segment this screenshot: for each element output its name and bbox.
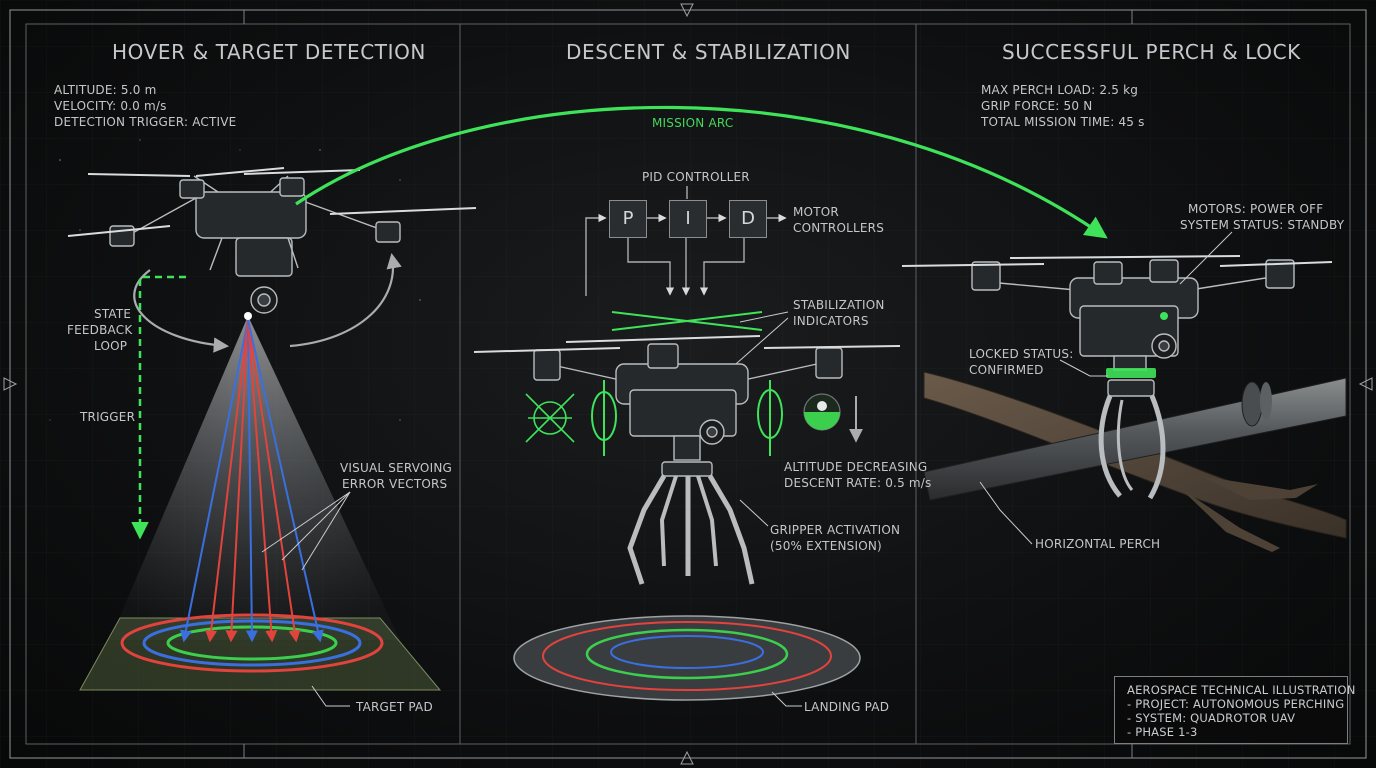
landing-pad-label: LANDING PAD (804, 700, 890, 714)
controllers-label: CONTROLLERS (793, 221, 885, 235)
target-pad-label: TARGET PAD (356, 700, 433, 714)
altitude-stat: ALTITUDE: 5.0 m (54, 83, 157, 97)
horizontal-perch-label: HORIZONTAL PERCH (1035, 537, 1161, 551)
pid-controller-label: PID CONTROLLER (642, 170, 750, 184)
trigger-label: TRIGGER (80, 410, 136, 424)
panel-3-title: SUCCESSFUL PERCH & LOCK (1002, 40, 1301, 64)
feedback-label: FEEDBACK (67, 323, 133, 337)
legend-project: - PROJECT: AUTONOMOUS PERCHING (1127, 697, 1345, 711)
mission-time-stat: TOTAL MISSION TIME: 45 s (981, 115, 1145, 129)
grip-force-stat: GRIP FORCE: 50 N (981, 99, 1093, 113)
panel-2-title: DESCENT & STABILIZATION (566, 40, 851, 64)
error-vectors-label-2: ERROR VECTORS (342, 477, 448, 491)
motor-label: MOTOR (793, 205, 839, 219)
locked-confirmed-label: CONFIRMED (969, 363, 1044, 377)
gripper-activation-label: GRIPPER ACTIVATION (770, 523, 901, 537)
max-perch-load-stat: MAX PERCH LOAD: 2.5 kg (981, 83, 1139, 97)
indicators-label: INDICATORS (793, 314, 869, 328)
legend-system: - SYSTEM: QUADROTOR UAV (1127, 711, 1296, 725)
gripper-extension-label: (50% EXTENSION) (770, 539, 882, 553)
system-status-label: SYSTEM STATUS: STANDBY (1180, 218, 1345, 232)
stabilization-label: STABILIZATION (793, 298, 885, 312)
velocity-stat: VELOCITY: 0.0 m/s (54, 99, 167, 113)
motors-power-label: MOTORS: POWER OFF (1188, 202, 1324, 216)
altitude-decreasing-label: ALTITUDE DECREASING (784, 460, 928, 474)
detection-trigger-stat: DETECTION TRIGGER: ACTIVE (54, 115, 237, 129)
state-label: STATE (94, 307, 132, 321)
descent-rate-label: DESCENT RATE: 0.5 m/s (784, 476, 932, 490)
pid-block-p: P (609, 200, 647, 238)
legend-phase: - PHASE 1-3 (1127, 725, 1198, 739)
panel-1-title: HOVER & TARGET DETECTION (112, 40, 426, 64)
error-vectors-label-1: VISUAL SERVOING (340, 461, 452, 475)
locked-status-label: LOCKED STATUS: (969, 347, 1074, 361)
legend-title: AEROSPACE TECHNICAL ILLUSTRATION (1127, 683, 1356, 697)
mission-arc-label: MISSION ARC (652, 116, 734, 130)
pid-block-i: I (669, 200, 707, 238)
illustration-legend: AEROSPACE TECHNICAL ILLUSTRATION - PROJE… (1114, 676, 1356, 744)
pid-block-d: D (729, 200, 767, 238)
loop-label: LOOP (94, 339, 128, 353)
